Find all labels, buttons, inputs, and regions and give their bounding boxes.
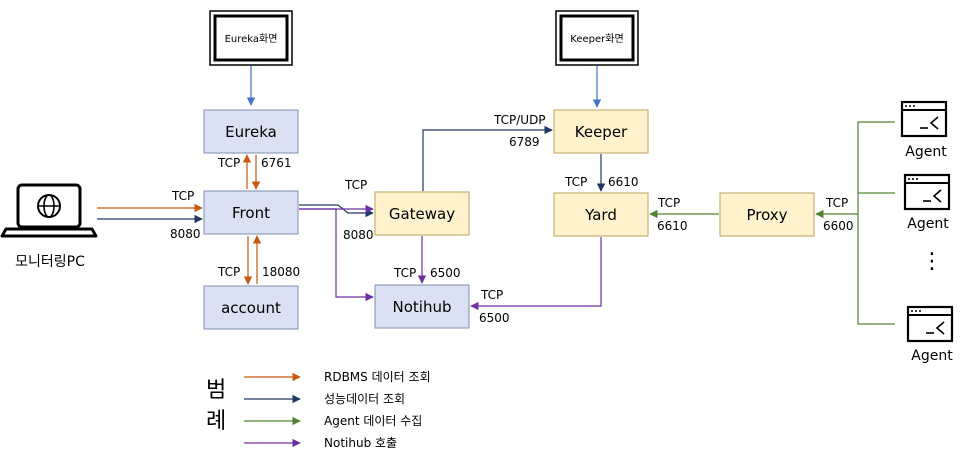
account-node-label: account xyxy=(221,299,281,317)
port-label: 8080 xyxy=(170,227,201,241)
port-label: TCP xyxy=(564,175,587,189)
legend-title-line2: 례 xyxy=(206,409,226,434)
keeper-node-label: Keeper xyxy=(575,123,628,141)
gateway-keeper-arrow xyxy=(422,125,553,191)
agent-window-icon xyxy=(906,305,954,343)
keeper-node: Keeper xyxy=(553,109,649,154)
agent-label: Agent xyxy=(907,216,949,232)
agent-label: Agent xyxy=(905,144,947,160)
port-label: 6500 xyxy=(479,311,510,325)
eureka-node: Eureka xyxy=(203,109,299,154)
yard-node: Yard xyxy=(553,192,649,237)
port-label: 18080 xyxy=(262,265,300,279)
agent-label: Agent xyxy=(911,348,953,364)
agent-window-icon xyxy=(903,173,951,211)
front-node-label: Front xyxy=(232,204,270,222)
yard-notihub-arrow xyxy=(470,237,602,311)
port-label: TCP xyxy=(657,196,680,210)
port-label: TCP xyxy=(217,156,240,170)
notihub-node: Notihub xyxy=(374,284,470,329)
port-label: 6610 xyxy=(608,175,639,189)
port-label: 8080 xyxy=(343,228,374,242)
front-node: Front xyxy=(203,190,299,235)
port-label: TCP xyxy=(344,178,367,192)
monitoring-pc-label: 모니터링PC xyxy=(15,254,85,270)
legend-title-line1: 범 xyxy=(206,378,226,403)
yard-node-label: Yard xyxy=(584,206,617,224)
port-label: 6500 xyxy=(430,266,461,280)
port-label: TCP xyxy=(825,196,848,210)
proxy-node-label: Proxy xyxy=(746,206,787,224)
legend-item-label: RDBMS 데이터 조회 xyxy=(324,370,431,384)
agent-ellipsis: ⋮ xyxy=(921,249,943,274)
account-node: account xyxy=(203,285,299,330)
port-label: 6610 xyxy=(657,219,688,233)
legend-item-label: Agent 데이터 수집 xyxy=(324,414,422,428)
port-label: TCP xyxy=(217,265,240,279)
port-label: 6600 xyxy=(823,219,854,233)
port-label: 6789 xyxy=(509,135,540,149)
eureka-screen: Eureka화면 xyxy=(209,10,293,66)
port-label: TCP xyxy=(171,189,194,203)
gateway-node-label: Gateway xyxy=(389,205,455,223)
eureka-node-label: Eureka xyxy=(225,123,277,141)
port-label: TCP xyxy=(480,288,503,302)
legend: 범 례 RDBMS 데이터 조회 성능데이터 조회 Agent 데이터 수집 N… xyxy=(206,370,431,450)
port-label: 6761 xyxy=(261,156,292,170)
legend-item-label: Notihub 호출 xyxy=(324,436,397,450)
port-label: TCP/UDP xyxy=(493,113,546,127)
laptop-icon xyxy=(0,183,98,238)
gateway-node: Gateway xyxy=(374,191,470,236)
agent-window-icon xyxy=(900,100,948,138)
legend-item-label: 성능데이터 조회 xyxy=(324,392,405,406)
front-notihub-arrow xyxy=(299,208,374,302)
agent-bus-line xyxy=(857,121,895,325)
port-label: TCP xyxy=(393,266,416,280)
keeper-screen-label: Keeper화면 xyxy=(570,33,623,45)
notihub-node-label: Notihub xyxy=(393,298,452,316)
eureka-screen-label: Eureka화면 xyxy=(225,33,278,45)
keeper-screen: Keeper화면 xyxy=(555,10,639,66)
proxy-node: Proxy xyxy=(719,192,815,237)
